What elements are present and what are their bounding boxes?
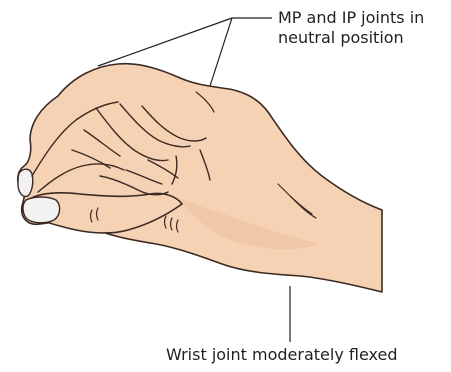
hand-illustration <box>18 64 382 292</box>
thumbnail <box>23 197 60 223</box>
joints-callout-line1: MP and IP joints in <box>278 8 424 28</box>
joints-callout: MP and IP joints in neutral position <box>278 8 424 48</box>
hand-body <box>18 64 382 292</box>
leader-to-ip-joint <box>210 18 232 86</box>
wrist-callout: Wrist joint moderately flexed <box>166 345 398 365</box>
leader-to-mp-joint <box>98 18 232 66</box>
joints-callout-line2: neutral position <box>278 28 424 48</box>
index-fingernail <box>18 169 33 196</box>
